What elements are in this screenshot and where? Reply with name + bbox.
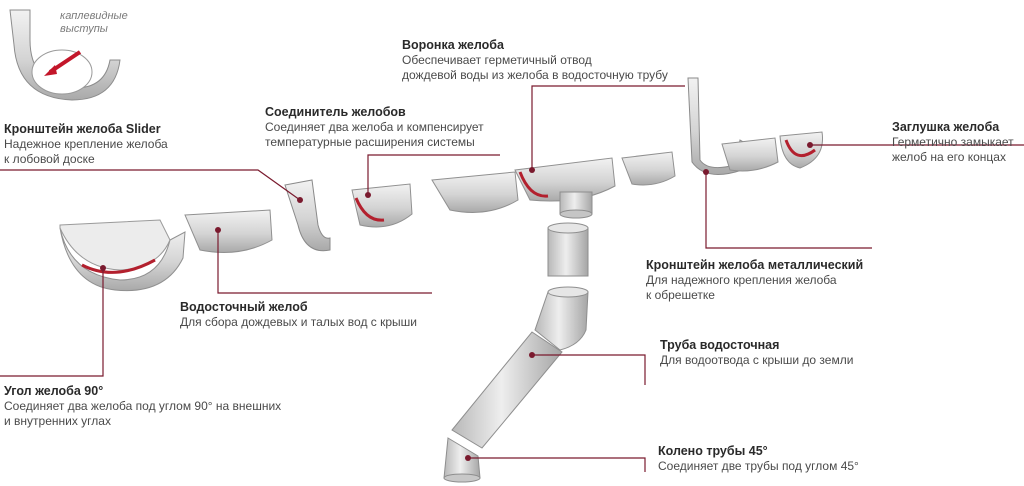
inset-bracket-illustration (9, 9, 121, 101)
leader-elbow (468, 457, 646, 472)
gutter-segment-1 (184, 209, 273, 253)
gutter-segment-4 (721, 137, 779, 172)
label-elbow-desc: Соединяет две трубы под углом 45° (658, 459, 859, 473)
label-slider-title: Кронштейн желоба Slider (4, 122, 161, 136)
inset-label: каплевидные выступы (60, 10, 128, 35)
label-connector: Соединитель желобов Соединяет два желоба… (265, 105, 484, 150)
leader-pipe (532, 354, 646, 385)
label-funnel: Воронка желоба Обеспечивает герметичный … (402, 38, 668, 83)
label-gutter-title: Водосточный желоб (180, 300, 308, 314)
pipe-top (547, 227, 589, 277)
label-cap-desc: Герметично замыкает желоб на его концах (892, 135, 1014, 164)
elbow-top (534, 291, 589, 351)
label-funnel-desc: Обеспечивает герметичный отвод дождевой … (402, 53, 668, 82)
end-cap-piece (779, 131, 824, 169)
leader-slider (0, 169, 301, 201)
gutter-segment-2 (431, 171, 519, 213)
label-funnel-title: Воронка желоба (402, 38, 504, 52)
label-corner: Угол желоба 90° Соединяет два желоба под… (4, 384, 281, 429)
downpipe-assembly (443, 222, 589, 483)
leader-connector (367, 154, 500, 195)
label-slider-desc: Надежное крепление желоба к лобовой доск… (4, 137, 168, 166)
leader-lines (0, 85, 1024, 472)
label-slider: Кронштейн желоба Slider Надежное креплен… (4, 122, 168, 167)
label-pipe: Труба водосточная Для водоотвода с крыши… (660, 338, 853, 368)
label-connector-title: Соединитель желобов (265, 105, 406, 119)
label-metal-bracket: Кронштейн желоба металлический Для надеж… (646, 258, 863, 303)
slider-bracket (284, 179, 331, 252)
pipe-diagonal (451, 331, 563, 449)
leader-metal-bracket (705, 172, 872, 249)
leader-corner (0, 268, 104, 377)
label-cap-title: Заглушка желоба (892, 120, 1000, 134)
label-pipe-title: Труба водосточная (660, 338, 780, 352)
label-pipe-desc: Для водоотвода с крыши до земли (660, 353, 854, 367)
leader-dots (100, 142, 813, 461)
label-corner-title: Угол желоба 90° (4, 384, 104, 398)
corner-piece (59, 227, 186, 292)
gutter-segment-3 (621, 151, 676, 186)
label-metal-bracket-title: Кронштейн желоба металлический (646, 258, 864, 272)
label-metal-bracket-desc: Для надежного крепления желоба к обрешет… (646, 273, 837, 302)
label-cap: Заглушка желоба Герметично замыкает жело… (892, 120, 1014, 165)
label-connector-desc: Соединяет два желоба и компенсирует темп… (265, 120, 484, 149)
label-corner-desc: Соединяет два желоба под углом 90° на вн… (4, 399, 282, 428)
label-gutter-desc: Для сбора дождевых и талых вод с крыши (180, 315, 417, 329)
leader-funnel (531, 85, 685, 170)
leader-gutter (217, 230, 432, 294)
label-gutter: Водосточный желоб Для сбора дождевых и т… (180, 300, 417, 330)
label-elbow: Колено трубы 45° Соединяет две трубы под… (658, 444, 859, 474)
label-elbow-title: Колено трубы 45° (658, 444, 768, 458)
gutter-run (59, 77, 824, 292)
